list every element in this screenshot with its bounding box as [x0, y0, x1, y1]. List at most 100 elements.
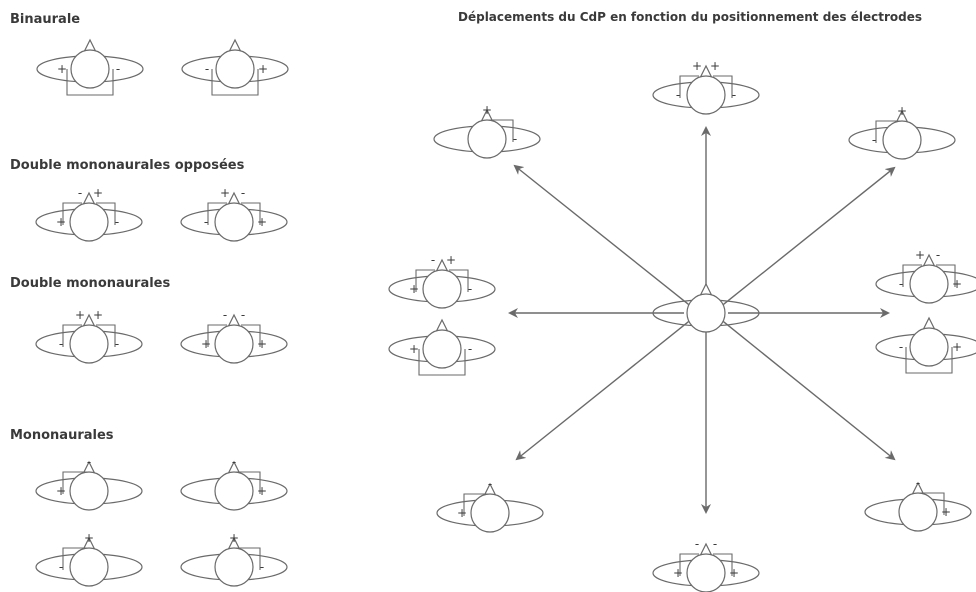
nose	[83, 38, 97, 53]
electrode-wire-left	[679, 553, 699, 576]
top-sign-right: +	[446, 253, 456, 267]
side-sign-right: -	[468, 342, 472, 356]
top-sign-left: -	[78, 186, 82, 200]
electrode-wire-right	[713, 553, 733, 576]
right-head-7	[652, 282, 760, 333]
head-circle	[467, 119, 507, 159]
head-circle	[69, 202, 109, 242]
right-head-1: +-	[433, 103, 541, 159]
electrode-wire	[905, 347, 953, 374]
nose	[922, 253, 936, 268]
left-head-8: +-	[35, 531, 143, 587]
side-sign-right: +	[952, 340, 962, 354]
head-circle	[214, 202, 254, 242]
right-head-9: -+	[864, 476, 972, 532]
title-mononaurales: Mononaurales	[10, 428, 114, 443]
top-sign-right: +	[93, 308, 103, 322]
side-sign-left: -	[676, 88, 680, 102]
side-sign-left: -	[59, 337, 63, 351]
title-binaural: Binaurale	[10, 12, 81, 27]
top-sign: +	[482, 103, 492, 117]
electrode-wire-right	[936, 264, 956, 287]
title-double-mononaurales-opposees: Double mononaurales opposées	[10, 158, 245, 173]
head-circle	[69, 471, 109, 511]
side-sign-right: +	[941, 505, 951, 519]
side-sign-left: +	[56, 484, 66, 498]
top-sign: -	[87, 455, 91, 469]
electrode-wire	[234, 547, 261, 570]
head-circle	[898, 492, 938, 532]
side-sign-left: +	[56, 215, 66, 229]
side-sign-left: +	[201, 337, 211, 351]
nose	[82, 191, 96, 206]
head-figures: +--+-++-+--+++----++-+-++-+-++--+-+--++-…	[35, 38, 976, 592]
electrode-wire	[66, 69, 114, 96]
nose	[82, 313, 96, 328]
head-circle	[69, 547, 109, 587]
side-sign-right: -	[260, 560, 264, 574]
electrode-wire-right	[96, 324, 116, 347]
side-sign-right: +	[257, 337, 267, 351]
electrode-wire-left	[207, 324, 227, 347]
left-head-6: -+	[35, 455, 143, 511]
nose	[227, 460, 241, 475]
top-sign-right: -	[241, 186, 245, 200]
electrode-wire	[418, 349, 466, 376]
top-sign-left: -	[431, 253, 435, 267]
electrode-wire	[487, 119, 514, 142]
electrode-wire	[62, 471, 89, 494]
electrode-wire	[62, 547, 89, 570]
nose	[699, 64, 713, 79]
nose	[435, 318, 449, 333]
diagram-title: Déplacements du CdP en fonction du posit…	[458, 10, 923, 24]
left-head-5: --++	[180, 308, 288, 364]
electrode-wire	[875, 120, 902, 143]
nose	[82, 536, 96, 551]
side-sign-right: +	[952, 277, 962, 291]
right-head-2: +-	[848, 104, 956, 160]
electrode-wire-left	[207, 202, 227, 225]
nose	[227, 536, 241, 551]
left-head-1: -+	[181, 38, 289, 96]
side-sign-right: +	[729, 566, 739, 580]
head-circle	[70, 49, 110, 89]
head-circle	[422, 269, 462, 309]
title-double-mononaurales: Double mononaurales	[10, 276, 171, 291]
side-sign-left: +	[409, 282, 419, 296]
electrode-wire	[234, 471, 261, 494]
electrode-wire-left	[62, 202, 82, 225]
nose	[699, 542, 713, 557]
head-circle	[686, 75, 726, 115]
side-sign-left: +	[673, 566, 683, 580]
electrode-wire-left	[415, 269, 435, 292]
side-sign-right: -	[115, 215, 119, 229]
top-sign-left: +	[915, 248, 925, 262]
nose	[483, 482, 497, 497]
cdp-arrow-5	[722, 166, 896, 305]
side-sign-left: +	[457, 506, 467, 520]
electrode-wire	[918, 492, 945, 515]
nose	[227, 191, 241, 206]
cdp-arrow-6	[515, 321, 690, 461]
side-sign-right: +	[257, 215, 267, 229]
left-head-2: -++-	[35, 186, 143, 242]
nose	[480, 108, 494, 123]
side-sign-left: -	[205, 62, 209, 76]
head-circle	[470, 493, 510, 533]
side-sign-left: -	[872, 133, 876, 147]
head-circle	[882, 120, 922, 160]
side-sign-right: +	[257, 484, 267, 498]
nose	[82, 460, 96, 475]
top-sign: +	[897, 104, 907, 118]
electrode-wire	[463, 493, 490, 516]
left-head-7: -+	[180, 455, 288, 511]
side-sign-right: -	[513, 132, 517, 146]
cdp-arrows	[508, 126, 896, 514]
head-circle	[686, 293, 726, 333]
right-head-4: +--+	[875, 248, 976, 304]
side-sign-right: -	[115, 337, 119, 351]
nose	[435, 258, 449, 273]
side-sign-left: -	[59, 560, 63, 574]
head-circle	[214, 471, 254, 511]
